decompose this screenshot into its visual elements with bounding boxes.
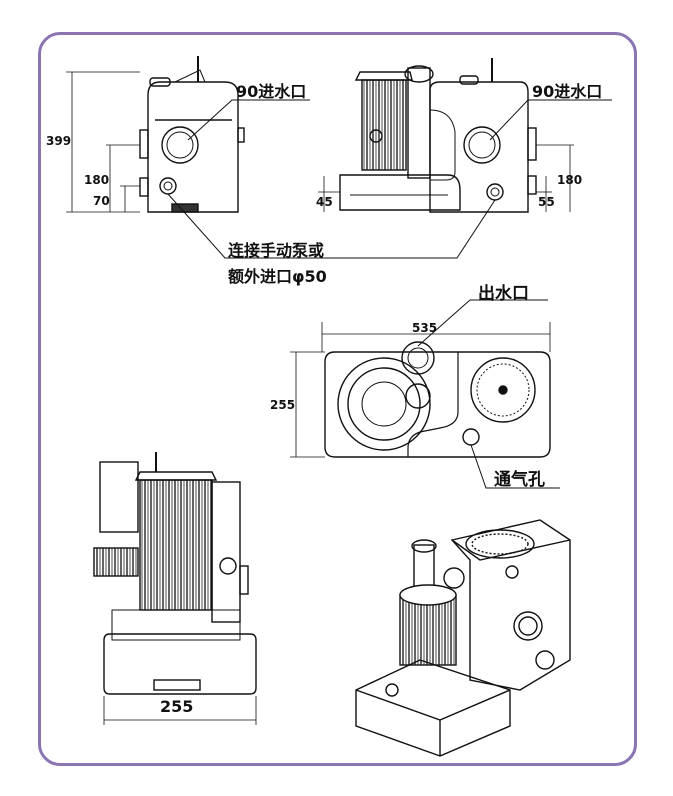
- side-view: [93, 452, 257, 725]
- label-inlet-right: 90进水口: [532, 82, 602, 101]
- label-inlet-left: 90进水口: [236, 82, 306, 101]
- dim-top-width: 535: [412, 321, 437, 335]
- isometric-view: [355, 519, 571, 757]
- dim-side-width: 255: [160, 697, 193, 716]
- dim-aux-height-right: 45: [316, 195, 333, 209]
- top-view: [290, 299, 560, 489]
- dim-inlet-height-right: 180: [557, 173, 582, 187]
- dim-aux-height-right2: 55: [538, 195, 555, 209]
- figure-frame: [38, 32, 637, 766]
- label-connect-line1: 连接手动泵或: [228, 241, 324, 260]
- label-connect-line2: 额外进口φ50: [228, 267, 327, 286]
- dim-aux-height-left: 70: [93, 194, 110, 208]
- dim-inlet-height-left: 180: [84, 173, 109, 187]
- label-vent: 通气孔: [494, 469, 545, 490]
- front-view-left: [66, 56, 310, 213]
- front-view-right: [318, 58, 612, 213]
- dim-top-depth: 255: [270, 398, 295, 412]
- connect-leaders: [167, 193, 496, 259]
- label-outlet: 出水口: [478, 283, 529, 304]
- dim-total-height: 399: [46, 134, 71, 148]
